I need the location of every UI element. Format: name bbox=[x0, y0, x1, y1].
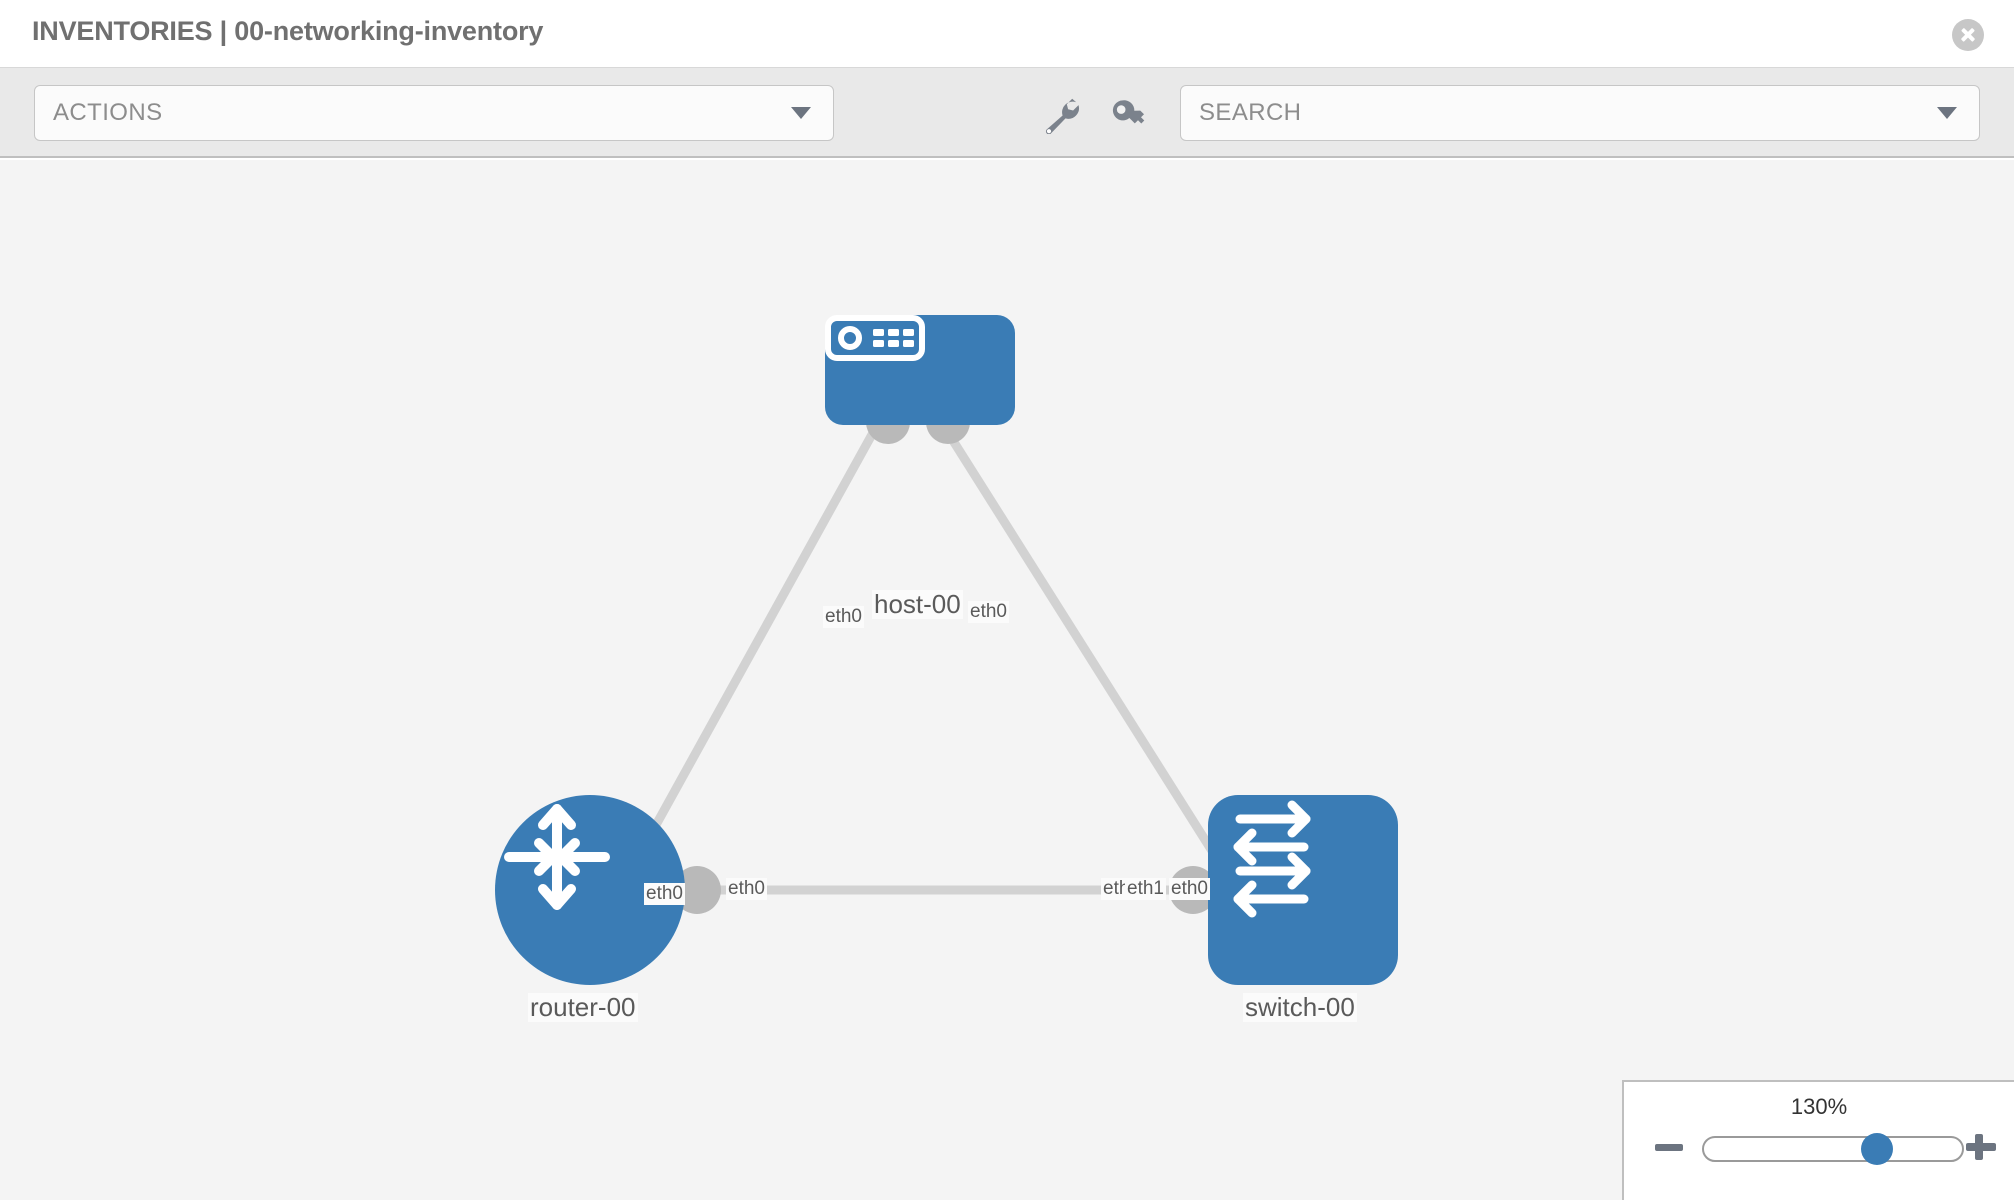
node-host-00[interactable] bbox=[825, 315, 1015, 425]
page-header: INVENTORIES | 00-networking-inventory bbox=[0, 0, 2014, 68]
node-router-00-shape[interactable] bbox=[495, 795, 685, 985]
chevron-down-icon bbox=[1937, 107, 1957, 119]
edge-label-router-up: eth0 bbox=[644, 883, 685, 905]
link-host-router bbox=[616, 417, 884, 893]
minus-icon bbox=[1655, 1144, 1683, 1151]
zoom-slider-handle[interactable] bbox=[1860, 1133, 1893, 1165]
node-host-00-label: host-00 bbox=[872, 589, 963, 619]
topology-canvas[interactable]: host-00 router-00 bbox=[0, 160, 2014, 1200]
link-lines bbox=[616, 417, 1247, 903]
node-router-00-label: router-00 bbox=[528, 992, 638, 1022]
search-placeholder: SEARCH bbox=[1199, 99, 1302, 126]
server-icon bbox=[825, 315, 925, 361]
zoom-slider[interactable] bbox=[1702, 1133, 1964, 1165]
node-host-00-shape[interactable] bbox=[825, 315, 1015, 425]
page-title: INVENTORIES | 00-networking-inventory bbox=[32, 16, 544, 46]
zoom-level-value: 130% bbox=[1790, 1094, 1848, 1119]
plus-icon-vertical bbox=[1975, 1134, 1983, 1160]
edge-label-router-right: eth0 bbox=[726, 878, 767, 900]
search-input[interactable]: SEARCH bbox=[1180, 85, 1980, 141]
wrench-icon[interactable] bbox=[1040, 98, 1084, 134]
node-switch-00[interactable] bbox=[1208, 795, 1398, 985]
actions-dropdown-label: ACTIONS bbox=[53, 99, 163, 126]
node-switch-00-label: switch-00 bbox=[1243, 992, 1357, 1022]
edge-label-host-right: eth0 bbox=[968, 601, 1009, 623]
edge-label-host-left: eth0 bbox=[823, 606, 864, 628]
zoom-in-button[interactable] bbox=[1964, 1130, 1998, 1164]
node-switch-00-shape[interactable] bbox=[1208, 795, 1398, 985]
link-connectors bbox=[673, 400, 1267, 917]
chevron-down-icon bbox=[791, 107, 811, 119]
node-router-00[interactable] bbox=[495, 795, 685, 985]
switch-icon bbox=[1233, 800, 1311, 918]
link-host-switch bbox=[936, 417, 1247, 903]
edge-label-switch-up: eth0 bbox=[1169, 878, 1210, 900]
edge-label-switch-left-over: eth1 bbox=[1125, 878, 1166, 900]
connector-router-right bbox=[673, 866, 721, 914]
key-icon[interactable] bbox=[1108, 98, 1152, 134]
router-icon bbox=[504, 804, 610, 910]
zoom-out-button[interactable] bbox=[1652, 1130, 1686, 1164]
actions-dropdown[interactable]: ACTIONS bbox=[34, 85, 834, 141]
close-icon[interactable] bbox=[1952, 19, 1984, 51]
zoom-control-panel: 130% bbox=[1622, 1080, 2014, 1200]
